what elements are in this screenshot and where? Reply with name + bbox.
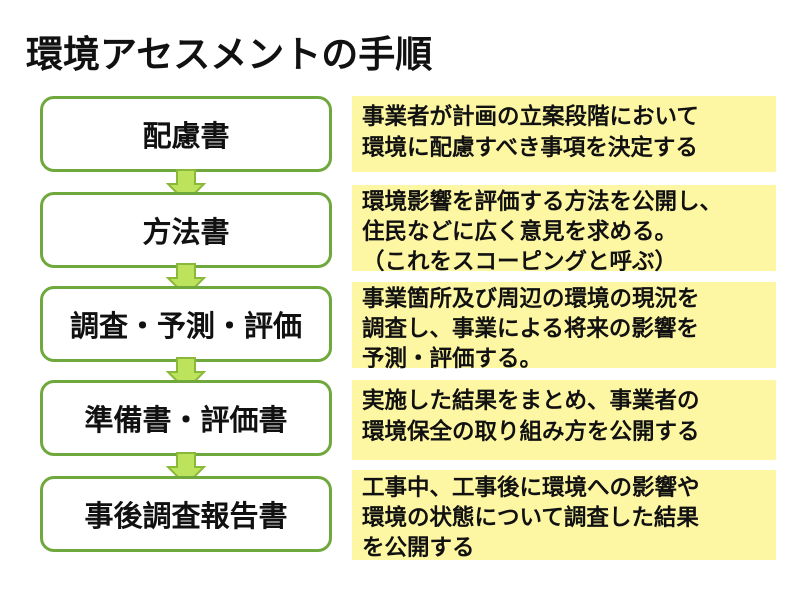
desc-line: 工事中、工事後に環境への影響や: [362, 475, 700, 501]
desc-line: 事業者が計画の立案段階において: [362, 104, 699, 130]
desc-line: 予測・評価する。: [362, 346, 543, 372]
step-desc-hohosho: 環境影響を評価する方法を公開し、 住民などに広く意見を求める。 （これをスコーピ…: [352, 185, 776, 275]
step-box-junbisho-hyokasho: 準備書・評価書: [40, 380, 332, 456]
step-desc-chosa-yosoku-hyoka: 事業箇所及び周辺の環境の現況を 調査し、事業による将来の影響を 予測・評価する。: [352, 282, 776, 372]
desc-line: を公開する: [362, 535, 475, 561]
step-box-chosa-yosoku-hyoka: 調査・予測・評価: [40, 286, 332, 362]
desc-line: 環境に配慮すべき事項を決定する: [362, 135, 698, 161]
desc-line: 環境保全の取り組み方を公開する: [362, 419, 700, 445]
step-box-hairyosho: 配慮書: [40, 96, 332, 172]
step-box-jigo-chosa-hokokusho: 事後調査報告書: [40, 476, 332, 552]
step-desc-jigo-chosa-hokokusho: 工事中、工事後に環境への影響や 環境の状態について調査した結果 を公開する: [352, 470, 776, 561]
desc-line: 環境の状態について調査した結果: [362, 505, 699, 531]
desc-line: 住民などに広く意見を求める。: [362, 219, 678, 245]
desc-line: （これをスコーピングと呼ぶ）: [362, 249, 678, 275]
step-desc-junbisho-hyokasho: 実施した結果をまとめ、事業者の 環境保全の取り組み方を公開する: [352, 380, 776, 460]
desc-line: 環境影響を評価する方法を公開し、: [362, 189, 723, 215]
desc-line: 事業箇所及び周辺の環境の現況を: [362, 286, 700, 312]
step-box-hohosho: 方法書: [40, 192, 332, 268]
desc-line: 調査し、事業による将来の影響を: [362, 316, 699, 342]
step-desc-hairyosho: 事業者が計画の立案段階において 環境に配慮すべき事項を決定する: [352, 96, 776, 172]
desc-line: 実施した結果をまとめ、事業者の: [362, 388, 700, 414]
page-title: 環境アセスメントの手順: [26, 33, 433, 76]
